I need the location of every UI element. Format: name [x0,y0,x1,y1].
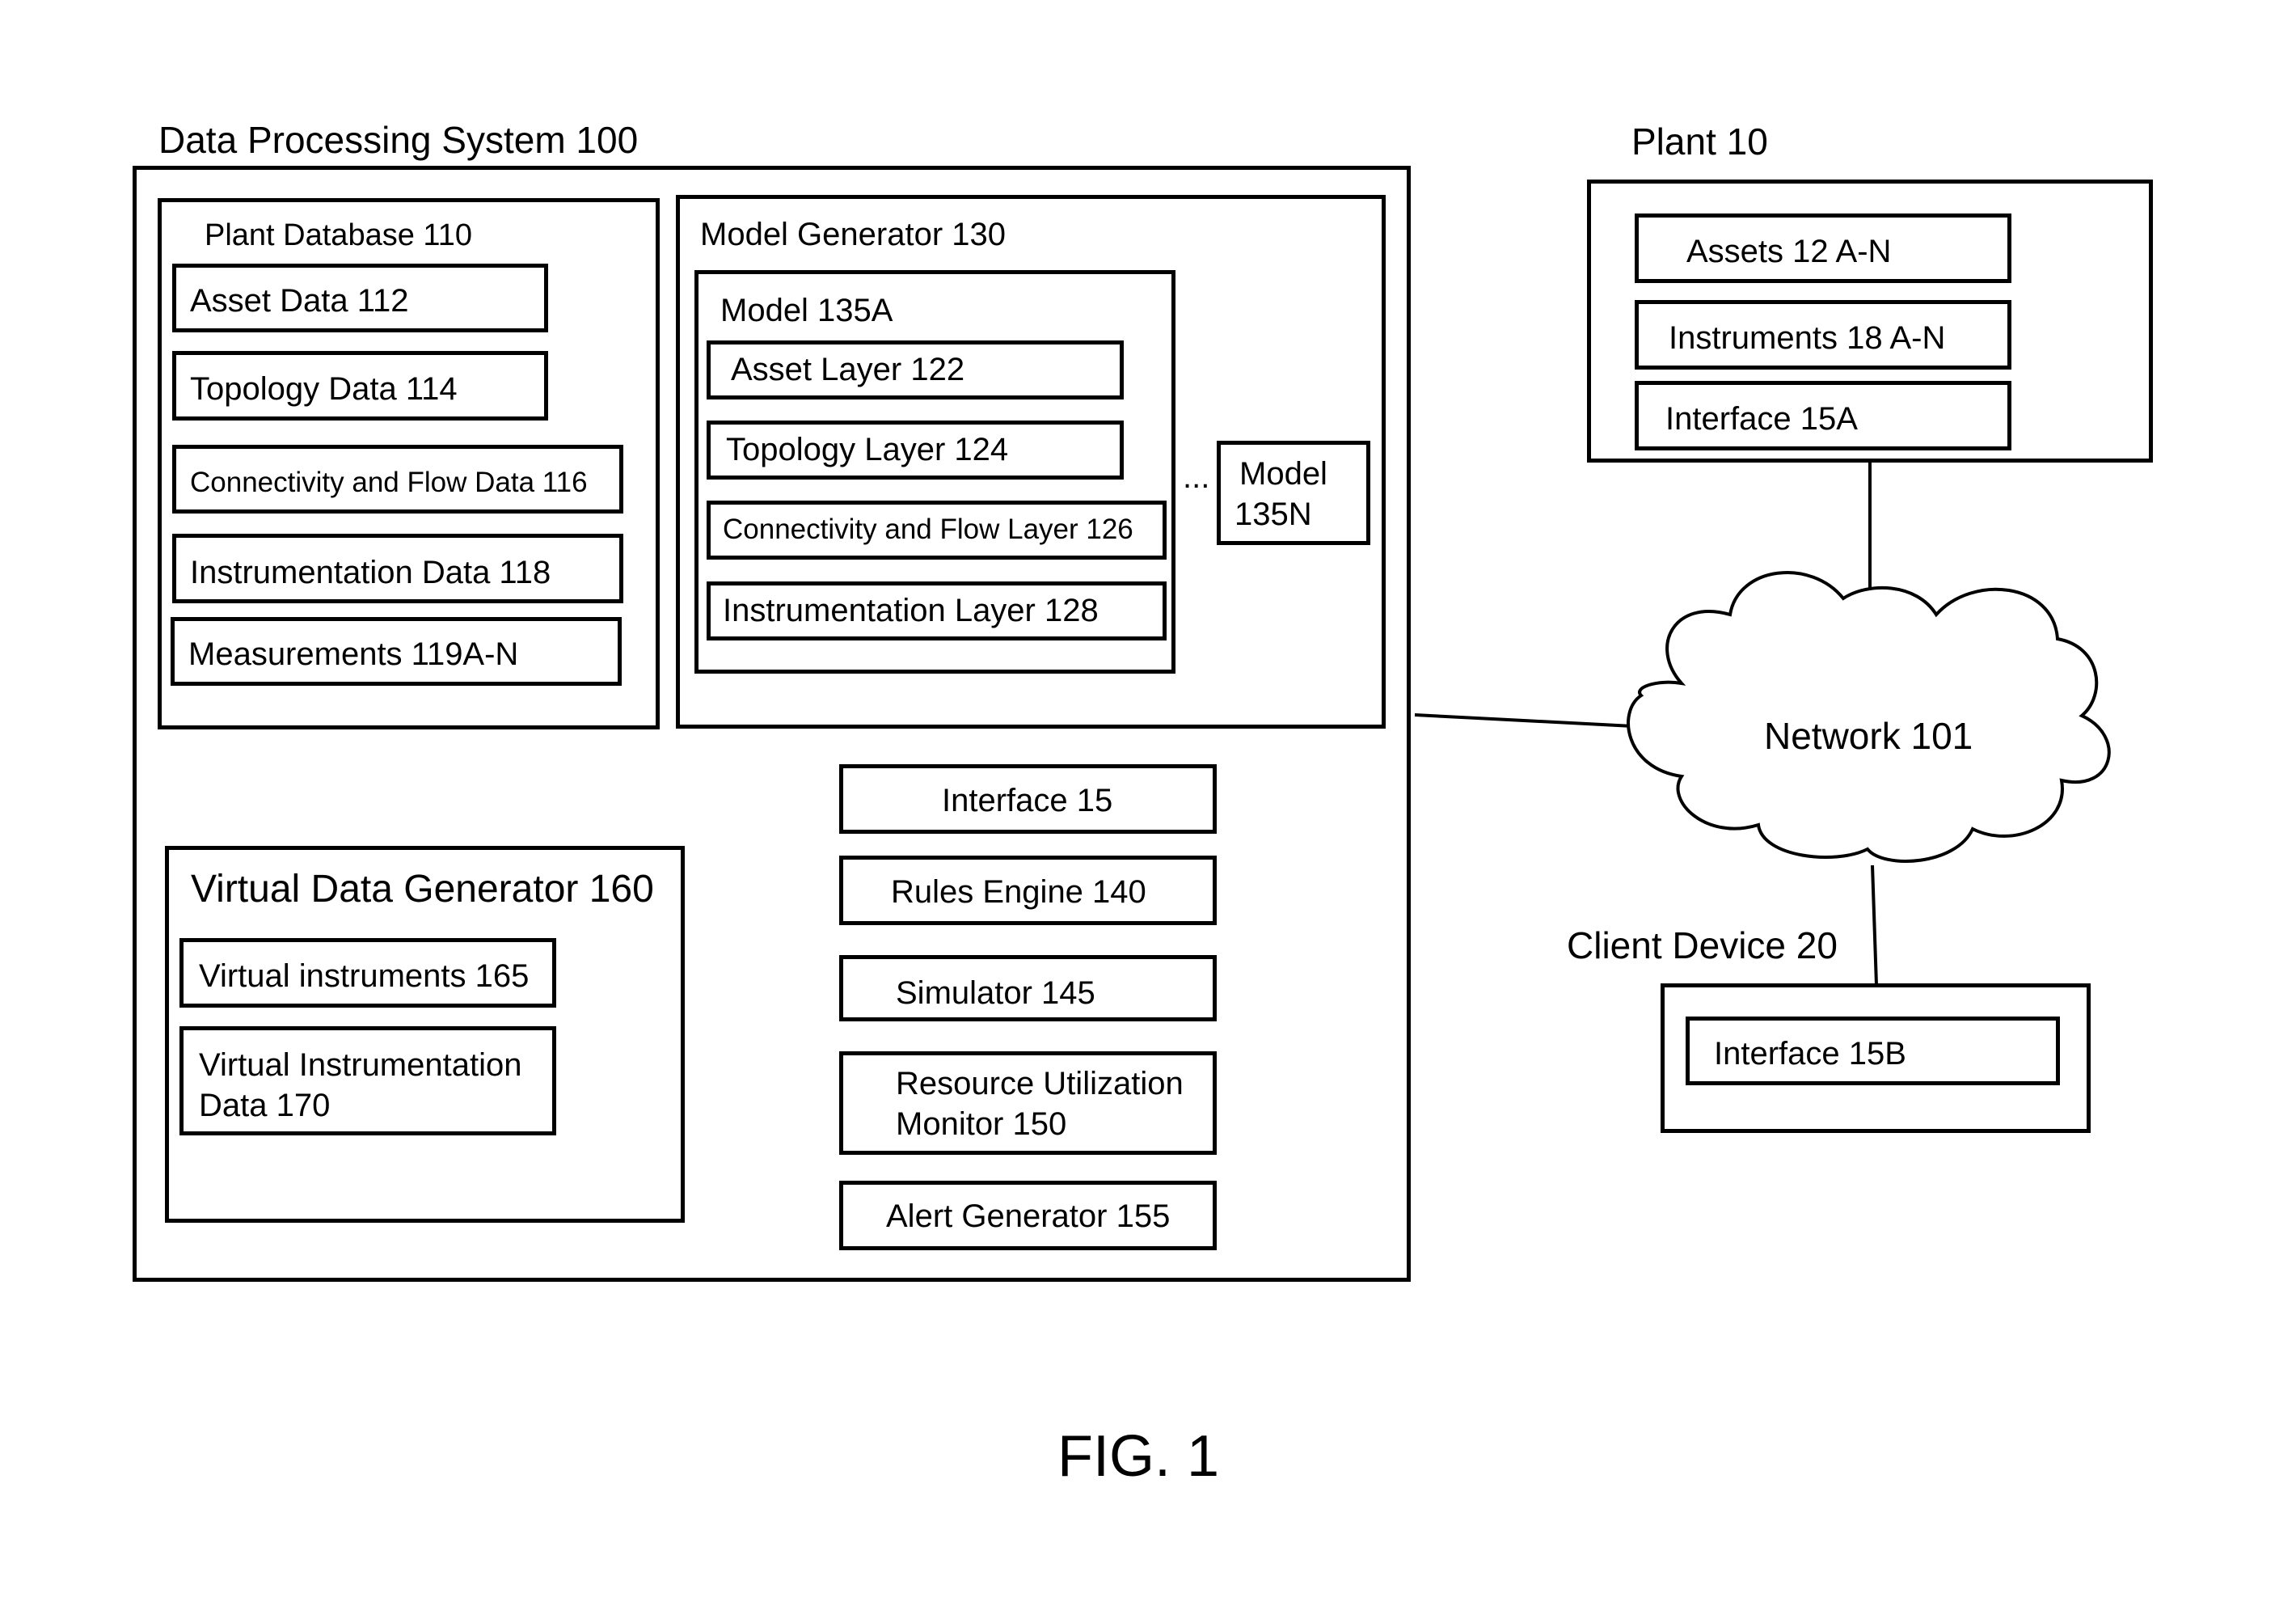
dps-network-link [1414,713,1634,728]
model-generator-panel [676,195,1386,729]
assets-label: Assets 12 A-N [1686,234,1892,269]
topology-layer-box [707,421,1124,480]
asset-data-label: Asset Data 112 [190,283,409,319]
dps-title: Data Processing System 100 [158,119,639,161]
topology-layer-label: Topology Layer 124 [726,432,1009,467]
network-label: Network 101 [1764,715,1973,757]
virtual-data-generator-panel [165,846,685,1223]
resource-utilization-monitor-box [839,1051,1217,1155]
plant-database-panel [158,198,660,729]
interface-15b-label: Interface 15B [1714,1036,1906,1072]
virtual-instrumentation-data-box [179,1026,556,1135]
client-device-title: Client Device 20 [1567,924,1838,966]
network-cloud-shape [1627,571,2111,863]
asset-layer-box [707,340,1124,399]
topology-data-box [172,351,548,421]
instrumentation-layer-label: Instrumentation Layer 128 [723,593,1099,628]
virtual-data-generator-title: Virtual Data Generator 160 [191,868,654,911]
asset-layer-label: Asset Layer 122 [731,352,965,387]
measurements-label: Measurements 119A-N [188,636,519,672]
asset-data-box [172,264,548,332]
interface-15-box [839,764,1217,834]
model-135n-label-line1: Model [1239,456,1327,492]
network-client-link [1871,864,1878,986]
virtual-instrumentation-data-label-line1: Virtual Instrumentation [199,1047,522,1083]
instrumentation-layer-box [707,581,1167,640]
figure-caption: FIG. 1 [1057,1424,1220,1489]
interface-15b-box [1686,1017,2060,1085]
assets-box [1635,213,2011,283]
model-135a-title: Model 135A [720,293,893,328]
simulator-label: Simulator 145 [896,975,1095,1011]
connectivity-flow-data-label: Connectivity and Flow Data 116 [190,467,588,498]
resource-utilization-monitor-label-line1: Resource Utilization [896,1066,1184,1101]
dps-container [133,166,1411,1282]
alert-generator-box [839,1181,1217,1250]
measurements-box [171,617,622,686]
virtual-instruments-box [179,938,556,1008]
rules-engine-box [839,856,1217,925]
client-device-container [1661,983,2091,1133]
model-135n-box [1217,441,1370,545]
instrumentation-data-box [172,534,623,603]
instruments-label: Instruments 18 A-N [1669,320,1946,356]
model-generator-title: Model Generator 130 [700,217,1007,252]
connectivity-flow-data-box [172,445,623,514]
resource-utilization-monitor-label-line2: Monitor 150 [896,1106,1067,1142]
model-135n-label-line2: 135N [1235,497,1312,532]
connectivity-flow-layer-box [707,501,1167,560]
topology-data-label: Topology Data 114 [190,371,458,407]
interface-15-label: Interface 15 [942,783,1113,818]
virtual-instruments-label: Virtual instruments 165 [199,958,530,994]
interface-15a-label: Interface 15A [1665,401,1858,437]
interface-15a-box [1635,381,2011,450]
virtual-instrumentation-data-label-line2: Data 170 [199,1088,331,1123]
plant-container [1587,180,2153,463]
rules-engine-label: Rules Engine 140 [891,874,1146,910]
instrumentation-data-label: Instrumentation Data 118 [190,555,551,590]
models-ellipsis: ... [1183,459,1210,495]
connectivity-flow-layer-label: Connectivity and Flow Layer 126 [723,514,1133,545]
instruments-box [1635,300,2011,370]
plant-title: Plant 10 [1631,120,1768,163]
model-135a-panel [694,270,1175,674]
plant-database-title: Plant Database 110 [205,218,472,252]
alert-generator-label: Alert Generator 155 [886,1198,1171,1234]
simulator-box [839,955,1217,1021]
